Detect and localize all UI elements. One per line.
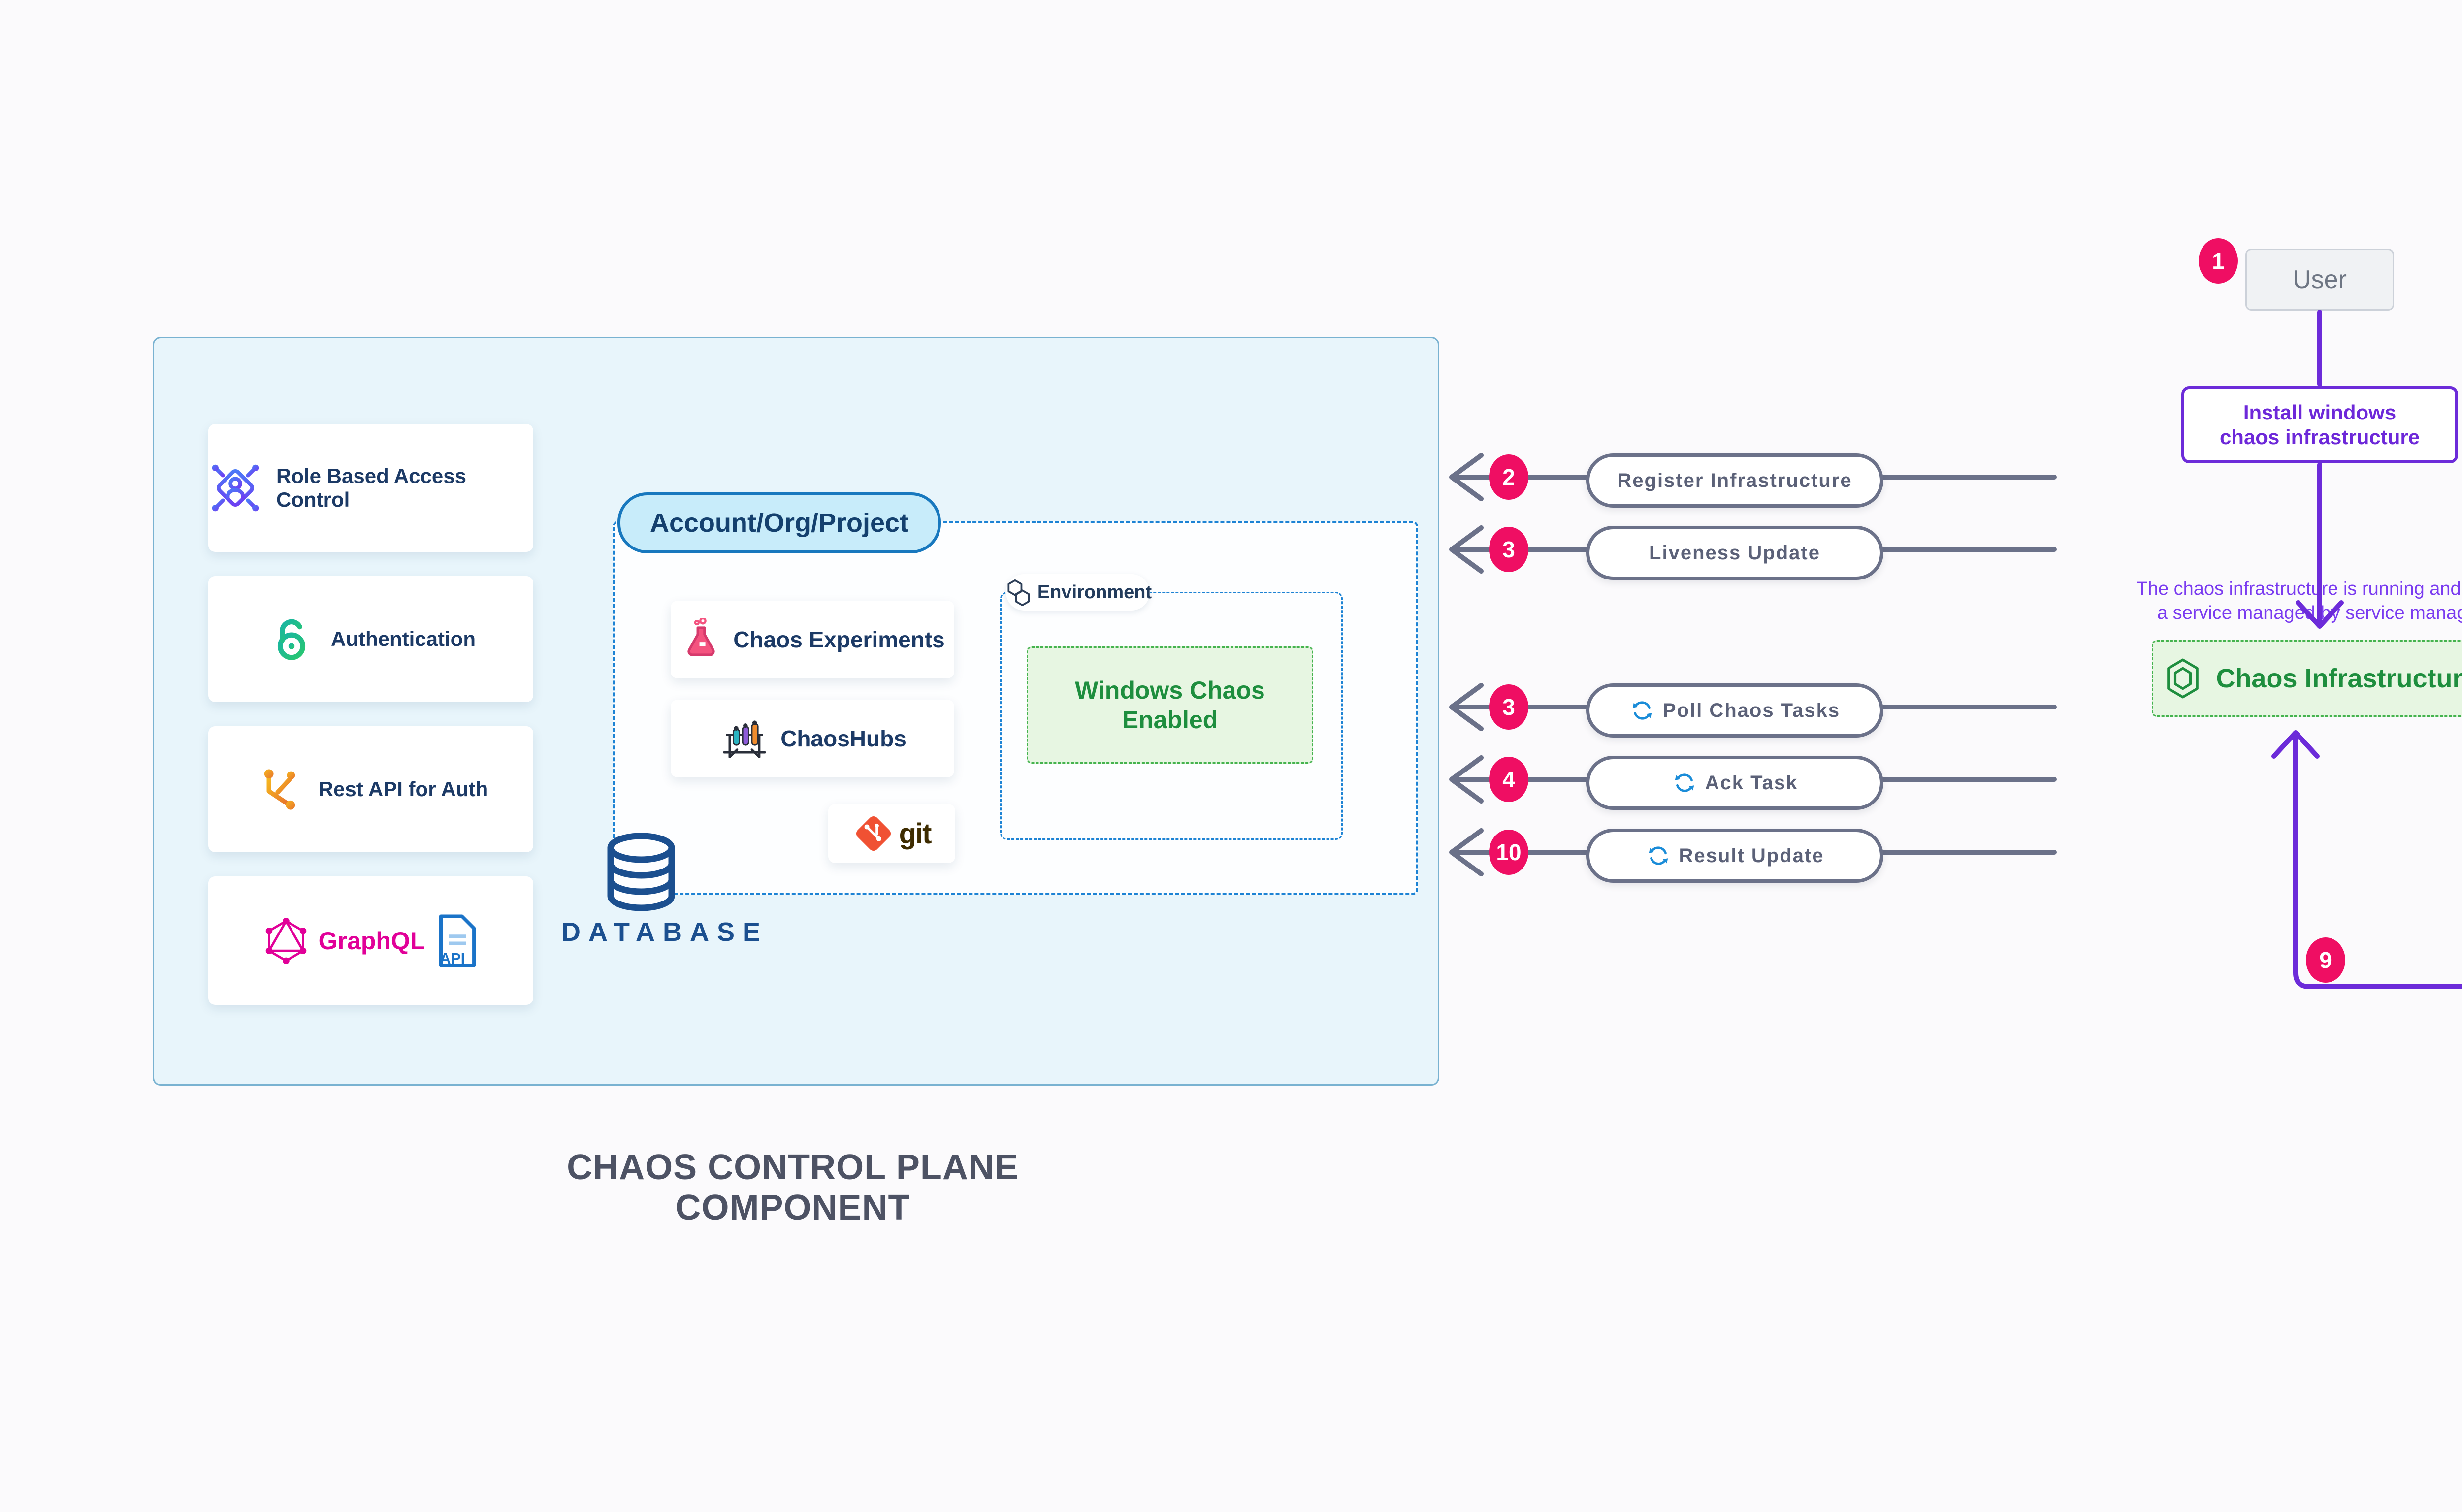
sync-icon: [1632, 701, 1652, 720]
windows-chaos-enabled-label: Windows Chaos Enabled: [1075, 676, 1265, 734]
database-icon: [602, 831, 680, 915]
environment-region: [1000, 592, 1343, 840]
auth-lock-icon: [277, 619, 306, 660]
git-icon: [856, 816, 891, 851]
install-windows-chaos-infrastructure-box: Install windows chaos infrastructure: [2181, 386, 2458, 463]
card-label: Role Based Access Control: [276, 464, 466, 511]
chaos-infrastructure-label: Chaos Infrastructure: [2216, 664, 2462, 693]
control-plane-title: CHAOS CONTROL PLANE COMPONENT: [567, 1148, 1019, 1227]
flow-pill-result-update: Result Update: [1586, 829, 1883, 883]
rest-api-icon: [264, 769, 295, 810]
card-authentication: Authentication: [208, 576, 533, 702]
environment-hexagons-icon: [1007, 579, 1030, 606]
card-label: Chaos Experiments: [733, 627, 945, 652]
flow-label: Liveness Update: [1649, 542, 1820, 564]
user-box: User: [2245, 249, 2394, 311]
environment-label-pill: Environment: [1006, 574, 1152, 611]
sync-icon: [1649, 846, 1668, 865]
flow-badge-3b: 3: [1489, 684, 1528, 730]
chaos-infrastructure-hexagon-icon: [2167, 658, 2199, 699]
api-doc-icon: API: [439, 914, 476, 967]
flow-badge-3: 3: [1489, 527, 1528, 572]
flow-label: Result Update: [1679, 844, 1824, 867]
account-pill-label: Account/Org/Project: [649, 508, 909, 538]
environment-label: Environment: [1037, 581, 1152, 603]
user-label: User: [2293, 265, 2347, 294]
card-chaoshubs: ChaosHubs: [671, 700, 954, 777]
sync-icon: [1675, 773, 1694, 792]
card-chaos-experiments: Chaos Experiments: [671, 601, 954, 678]
flow-pill-liveness-update: Liveness Update: [1586, 526, 1883, 580]
card-rest-api-for-auth: Rest API for Auth: [208, 726, 533, 852]
flow-pill-poll-chaos-tasks: Poll Chaos Tasks: [1586, 683, 1883, 738]
rbac-icon: [212, 464, 259, 512]
card-graphql: GraphQL API: [208, 876, 533, 1005]
api-doc-label: API: [440, 950, 465, 966]
flow-badge-10: 10: [1489, 830, 1528, 875]
step-badge-9: 9: [2306, 937, 2345, 983]
chaoshubs-icon: [723, 720, 766, 758]
flow-badge-2: 2: [1489, 454, 1528, 500]
flow-label: Register Infrastructure: [1617, 469, 1852, 491]
flow-pill-register-infrastructure: Register Infrastructure: [1586, 453, 1883, 508]
card-label: Rest API for Auth: [318, 777, 488, 801]
flow-pill-ack-task: Ack Task: [1586, 756, 1883, 810]
flow-badge-4: 4: [1489, 757, 1528, 802]
install-label: Install windows chaos infrastructure: [2219, 400, 2420, 449]
flow-label: Ack Task: [1705, 772, 1798, 794]
flow-label: Poll Chaos Tasks: [1662, 699, 1841, 721]
chaos-infrastructure-box: Chaos Infrastructure: [2152, 640, 2462, 717]
account-org-project-pill: Account/Org/Project: [617, 492, 941, 553]
git-wordmark: git: [899, 817, 932, 850]
card-label: ChaosHubs: [780, 726, 907, 751]
database-label: DATABASE: [561, 917, 768, 947]
windows-chaos-enabled-box: Windows Chaos Enabled: [1027, 646, 1313, 764]
card-label: Authentication: [331, 627, 476, 650]
graphql-wordmark: GraphQL: [318, 927, 425, 955]
step-badge-1: 1: [2199, 238, 2238, 284]
graphql-icon: [265, 917, 306, 964]
card-git: git: [828, 804, 955, 863]
chaos-experiments-flask-icon: [687, 618, 715, 656]
infrastructure-running-note: The chaos infrastructure is running and …: [2136, 579, 2462, 623]
card-role-based-access-control: Role Based Access Control: [208, 424, 533, 552]
